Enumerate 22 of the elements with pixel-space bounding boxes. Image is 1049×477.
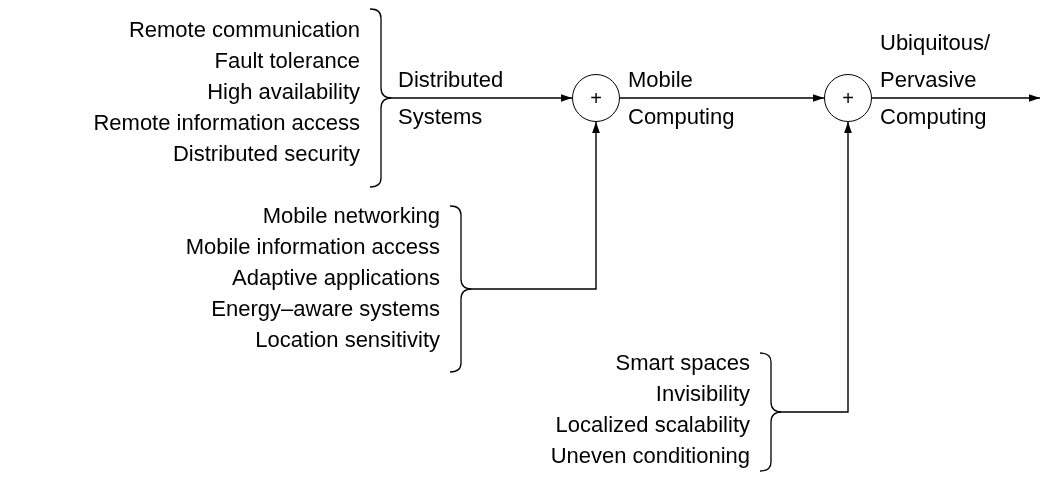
- arrow: [871, 94, 1041, 102]
- list-item: Adaptive applications: [231, 264, 440, 292]
- list-item: Distributed security: [171, 140, 360, 168]
- arrow: [781, 121, 852, 413]
- list-item: Uneven conditioning: [550, 442, 750, 470]
- list-item: Remote information access: [93, 109, 360, 137]
- arrow: [391, 94, 573, 102]
- list-item: Mobile networking: [261, 202, 440, 230]
- arrow: [471, 121, 600, 290]
- list-item: Fault tolerance: [213, 47, 360, 75]
- edge-label: Mobile Computing: [628, 66, 736, 131]
- list-item: Localized scalability: [554, 411, 750, 439]
- list-item: Invisibility: [654, 380, 750, 408]
- list-item: Remote communication: [127, 16, 360, 44]
- list-item: Location sensitivity: [254, 326, 440, 354]
- list-item: Smart spaces: [614, 349, 750, 377]
- list-item: High availability: [206, 78, 360, 106]
- arrow: [619, 94, 825, 102]
- edge-label: Distributed Systems: [398, 66, 505, 131]
- edge-label: Ubiquitous/ Pervasive Computing: [880, 29, 992, 131]
- list-item: Energy–aware systems: [210, 295, 440, 323]
- list-item: Mobile information access: [185, 233, 440, 261]
